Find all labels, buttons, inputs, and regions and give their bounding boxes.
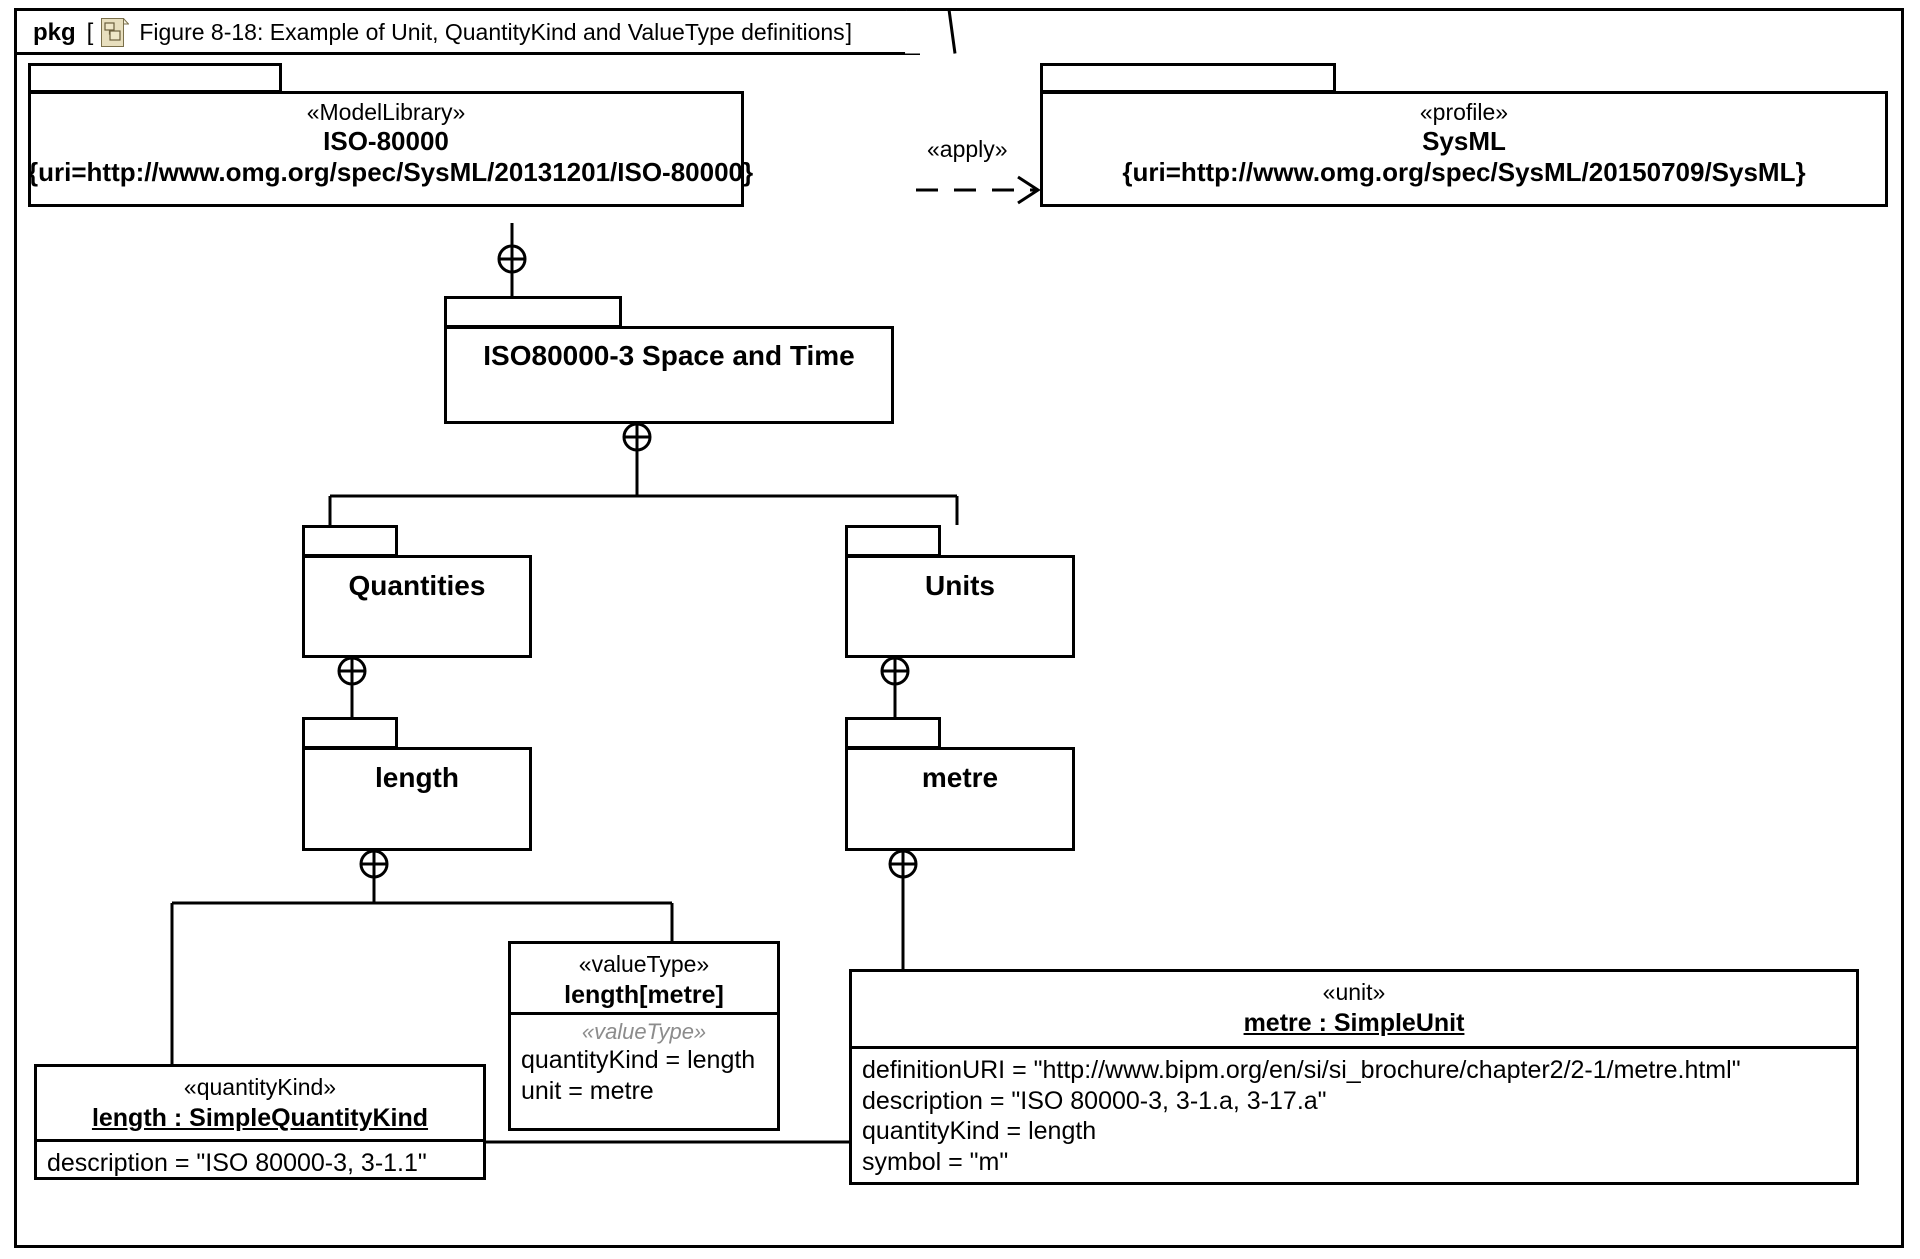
package-iso-80000[interactable]: «ModelLibrary» ISO-80000 {uri=http://www… <box>28 63 754 207</box>
package-tab <box>302 717 398 749</box>
element-header: «quantityKind» length : SimpleQuantityKi… <box>37 1067 483 1139</box>
package-metre[interactable]: metre <box>845 717 1075 851</box>
element-value-type[interactable]: «valueType» length[metre] «valueType» qu… <box>508 941 780 1131</box>
element-name: length : SimpleQuantityKind <box>91 1103 429 1132</box>
package-body <box>302 747 532 851</box>
package-tab <box>845 525 941 557</box>
header-tab-underline <box>14 52 920 55</box>
package-name: SysML <box>1422 125 1506 156</box>
package-name: metre <box>921 762 999 793</box>
element-attributes: «valueType» quantityKind = length unit =… <box>511 1015 777 1112</box>
compartment-divider <box>511 1012 777 1015</box>
package-body <box>845 747 1075 851</box>
compartment-divider <box>852 1046 1856 1049</box>
package-tab <box>444 296 622 328</box>
package-body <box>28 91 744 207</box>
element-name: metre : SimpleUnit <box>1243 1008 1465 1037</box>
attribute-row: quantityKind = length <box>862 1117 1097 1145</box>
element-stereotype: «quantityKind» <box>183 1074 337 1100</box>
package-name: ISO80000-3 Space and Time <box>483 340 855 371</box>
bracket-open: [ <box>86 18 94 46</box>
package-quantities[interactable]: Quantities <box>302 525 532 658</box>
element-stereotype: «valueType» <box>578 951 710 977</box>
attribute-row: unit = metre <box>521 1076 654 1105</box>
package-name: length <box>375 762 459 793</box>
attribute-row: description = "ISO 80000-3, 3-1.1" <box>47 1149 427 1177</box>
attribute-row: symbol = "m" <box>862 1147 1009 1176</box>
element-header: «valueType» length[metre] <box>511 944 777 1012</box>
package-icon <box>101 16 130 48</box>
package-name: ISO-80000 <box>323 125 449 156</box>
diagram-kind-keyword: pkg <box>33 18 76 46</box>
diagram-header-tab: pkg [ Figure 8-18: Example of Unit, Quan… <box>14 8 954 54</box>
header-tab-corner <box>905 8 957 55</box>
package-name: Units <box>925 570 995 601</box>
package-body <box>1040 91 1888 207</box>
package-body <box>444 326 894 424</box>
package-stereotype: «ModelLibrary» <box>306 99 466 125</box>
compartment-stereotype: «valueType» <box>581 1019 707 1044</box>
package-sysml[interactable]: «profile» SysML {uri=http://www.omg.org/… <box>1040 63 1888 207</box>
package-iso80000-3-space-and-time[interactable]: ISO80000-3 Space and Time <box>444 296 894 424</box>
element-quantity-kind[interactable]: «quantityKind» length : SimpleQuantityKi… <box>34 1064 486 1180</box>
package-body <box>845 555 1075 658</box>
package-units[interactable]: Units <box>845 525 1075 658</box>
element-unit[interactable]: «unit» metre : SimpleUnit definitionURI … <box>849 969 1859 1185</box>
element-attributes: definitionURI = "http://www.bipm.org/en/… <box>852 1049 1856 1183</box>
bracket-close: ] <box>845 19 853 45</box>
package-tab <box>1040 63 1336 93</box>
attribute-row: quantityKind = length <box>521 1046 756 1075</box>
apply-relationship-label: «apply» <box>927 136 1008 162</box>
package-tab <box>28 63 282 93</box>
package-uri: {uri=http://www.omg.org/spec/SysML/20131… <box>28 156 754 187</box>
compartment-divider <box>37 1139 483 1142</box>
package-name: Quantities <box>348 570 486 601</box>
diagram-title: Figure 8-18: Example of Unit, QuantityKi… <box>139 19 845 45</box>
element-name: length[metre] <box>564 980 724 1009</box>
package-tab <box>845 717 941 749</box>
attribute-row: description = "ISO 80000-3, 3-1.a, 3-17.… <box>862 1086 1327 1115</box>
element-attributes: description = "ISO 80000-3, 3-1.1" <box>37 1142 483 1185</box>
element-stereotype: «unit» <box>1322 979 1386 1005</box>
package-body <box>302 555 532 658</box>
package-stereotype: «profile» <box>1419 99 1509 125</box>
package-tab <box>302 525 398 557</box>
package-length[interactable]: length <box>302 717 532 851</box>
attribute-row: definitionURI = "http://www.bipm.org/en/… <box>862 1056 1741 1084</box>
element-header: «unit» metre : SimpleUnit <box>852 972 1856 1046</box>
package-uri: {uri=http://www.omg.org/spec/SysML/20150… <box>1122 156 1806 187</box>
